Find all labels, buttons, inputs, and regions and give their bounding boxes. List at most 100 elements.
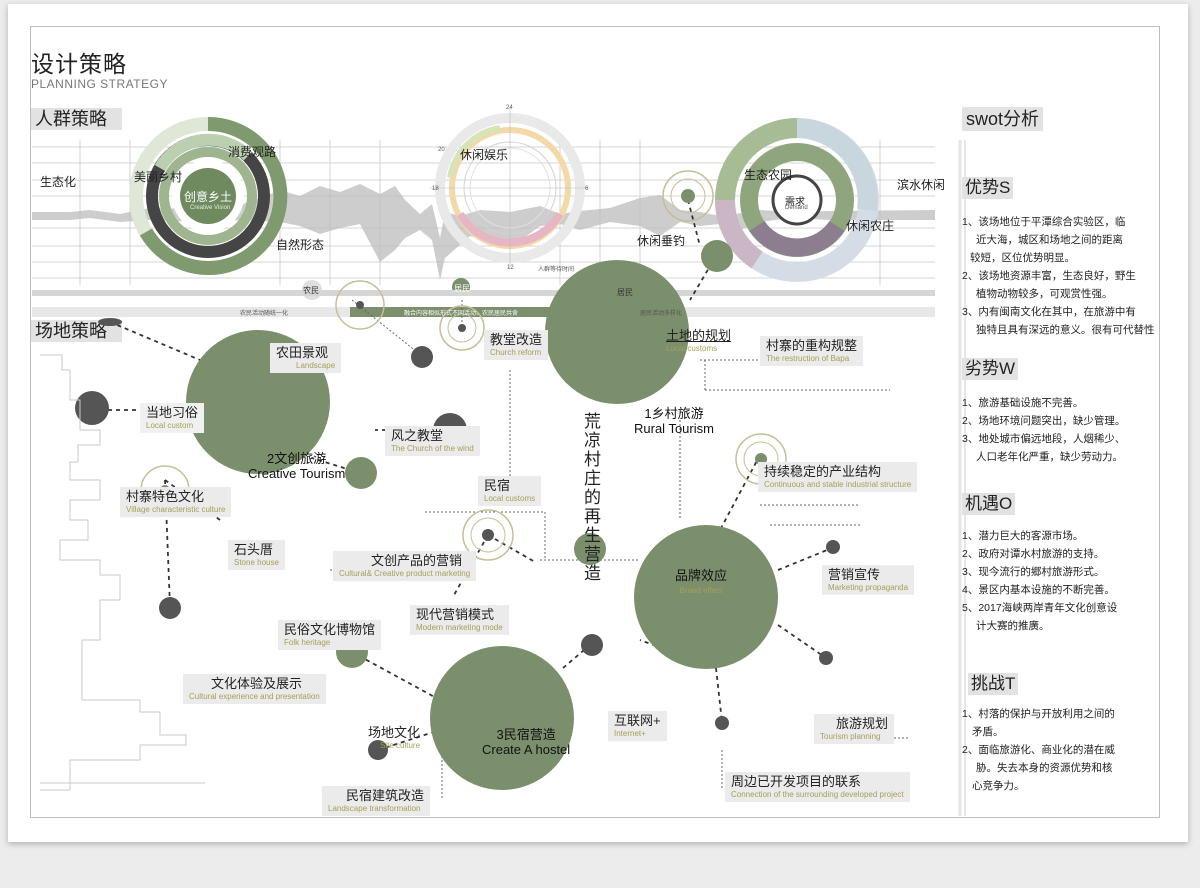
group-label: 居民 xyxy=(454,284,470,293)
page-subtitle: PLANNING STRATEGY xyxy=(31,77,168,91)
bar-label: 居民活动多样化 xyxy=(640,311,683,317)
swot-opportunities: 机遇O 1、潜力巨大的客源市场。 2、政府对谭水村旅游的支持。 3、现今流行的郷… xyxy=(962,493,1160,635)
section-swot: swot分析 xyxy=(962,107,1044,131)
clock-tick: 18 xyxy=(432,186,439,192)
swot-item: 人口老年化严重，缺少劳动力。 xyxy=(976,451,1123,463)
target-rings xyxy=(140,170,787,561)
drawing-frame xyxy=(30,26,1160,818)
ring-clock xyxy=(430,108,590,268)
section-crowd: 人群策略 xyxy=(31,108,122,130)
swot-item: 2、面临旅游化、商业化的潜在威 xyxy=(962,744,1115,756)
swot-item: 5、2017海峡两岸青年文化创意设 xyxy=(962,602,1118,614)
group-label: 农民 xyxy=(303,286,319,295)
clock-tick: 20 xyxy=(438,147,445,153)
swot-w-title: 劣势W xyxy=(962,358,1019,380)
swot-item: 2、场地环境问题突出，缺少管理。 xyxy=(962,415,1126,427)
node-small-dark xyxy=(819,651,833,665)
node-hostel xyxy=(430,646,574,790)
clock-note: 人群等待时间 xyxy=(538,267,575,273)
band-label: 休闲农庄 xyxy=(846,219,895,233)
node-small xyxy=(701,240,733,272)
ring-center-label: 创意乡土 xyxy=(183,190,232,204)
node-rural-tourism xyxy=(545,260,689,404)
band-label: 生态化 xyxy=(40,175,77,189)
node-small-dark xyxy=(159,597,181,619)
swot-item: 近大海，城区和场地之间的距离 xyxy=(976,234,1123,246)
ring-center-label: 需求 xyxy=(785,197,805,208)
group-label: 居民 xyxy=(617,288,633,297)
band-label: 生态农园 xyxy=(744,168,793,182)
node-small xyxy=(574,533,606,565)
swot-item: 胁。失去本身的资源优势和核 xyxy=(976,762,1113,774)
swot-item: 1、旅游基础设施不完善。 xyxy=(962,397,1084,409)
clock-tick: 6 xyxy=(585,186,589,192)
city-silhouette xyxy=(40,354,187,791)
swot-item: 3、现今流行的郷村旅游形式。 xyxy=(962,566,1105,578)
band-label: 消费观路 xyxy=(228,145,277,159)
ring-creative xyxy=(129,116,288,275)
node-small xyxy=(345,457,377,489)
swot-item: 较短，区位优势明显。 xyxy=(970,252,1075,264)
swot-item: 1、该场地位于平潭综合实验区，临 xyxy=(962,216,1126,228)
node-small-dark xyxy=(826,540,840,554)
swot-t-title: 挑战T xyxy=(968,673,1019,695)
top-bar xyxy=(32,290,935,296)
node-small-dark xyxy=(368,740,388,760)
node-small-dark xyxy=(458,324,466,332)
page-title: 设计策略 xyxy=(31,51,127,77)
ring-center-label: 休闲娱乐 xyxy=(460,148,509,162)
vertical-title: 荒凉村庄的再生营造 xyxy=(584,412,601,583)
activity-bar-highlight xyxy=(350,307,563,317)
swot-item: 4、景区内基本设施的不断完善。 xyxy=(962,584,1115,596)
band-label: 休闲垂钓 xyxy=(637,234,686,248)
swot-item: 3、地处城市偏远地段，人烟稀少、 xyxy=(962,433,1126,445)
swot-o-title: 机遇O xyxy=(962,493,1016,515)
section-site: 场地策略 xyxy=(31,320,122,342)
swot-s-title: 优势S xyxy=(962,177,1014,199)
band-label: 美丽乡村 xyxy=(134,170,183,184)
node-small-dark xyxy=(482,529,494,541)
swot-item: 矛盾。 xyxy=(972,726,1004,738)
node-small-dark xyxy=(75,391,109,425)
clock-tick: 12 xyxy=(507,265,514,271)
swot-item: 心竞争力。 xyxy=(972,780,1025,792)
node-small-dark xyxy=(98,318,122,326)
swot-item: 计大赛的推廣。 xyxy=(976,620,1050,632)
ring-center-en: Demand xyxy=(785,205,808,211)
swot-item: 1、潜力巨大的客源市场。 xyxy=(962,530,1084,542)
swot-strengths: 优势S 1、该场地位于平潭综合实验区，临 近大海，城区和场地之间的距离 较短，区… xyxy=(962,177,1160,339)
swot-item: 独特且具有深远的意义。很有可代替性 xyxy=(976,324,1155,336)
node-small-dark xyxy=(356,301,364,309)
node-small-dark xyxy=(715,716,729,730)
bar-label: 融合内容相似形式不同活动、农民居民共舍 xyxy=(404,311,519,317)
swot-item: 1、村落的保护与开放利用之间的 xyxy=(962,708,1115,720)
ring-demand xyxy=(714,118,879,282)
band-label: 自然形态 xyxy=(276,238,325,252)
clock-tick: 24 xyxy=(506,105,513,111)
swot-item: 植物动物较多，可观赏性强。 xyxy=(976,288,1113,300)
node-small xyxy=(681,189,695,203)
band-label: 滨水休闲 xyxy=(897,178,946,192)
bar-label: 农民活动随统一化 xyxy=(240,311,289,317)
node-small-dark xyxy=(581,634,603,656)
